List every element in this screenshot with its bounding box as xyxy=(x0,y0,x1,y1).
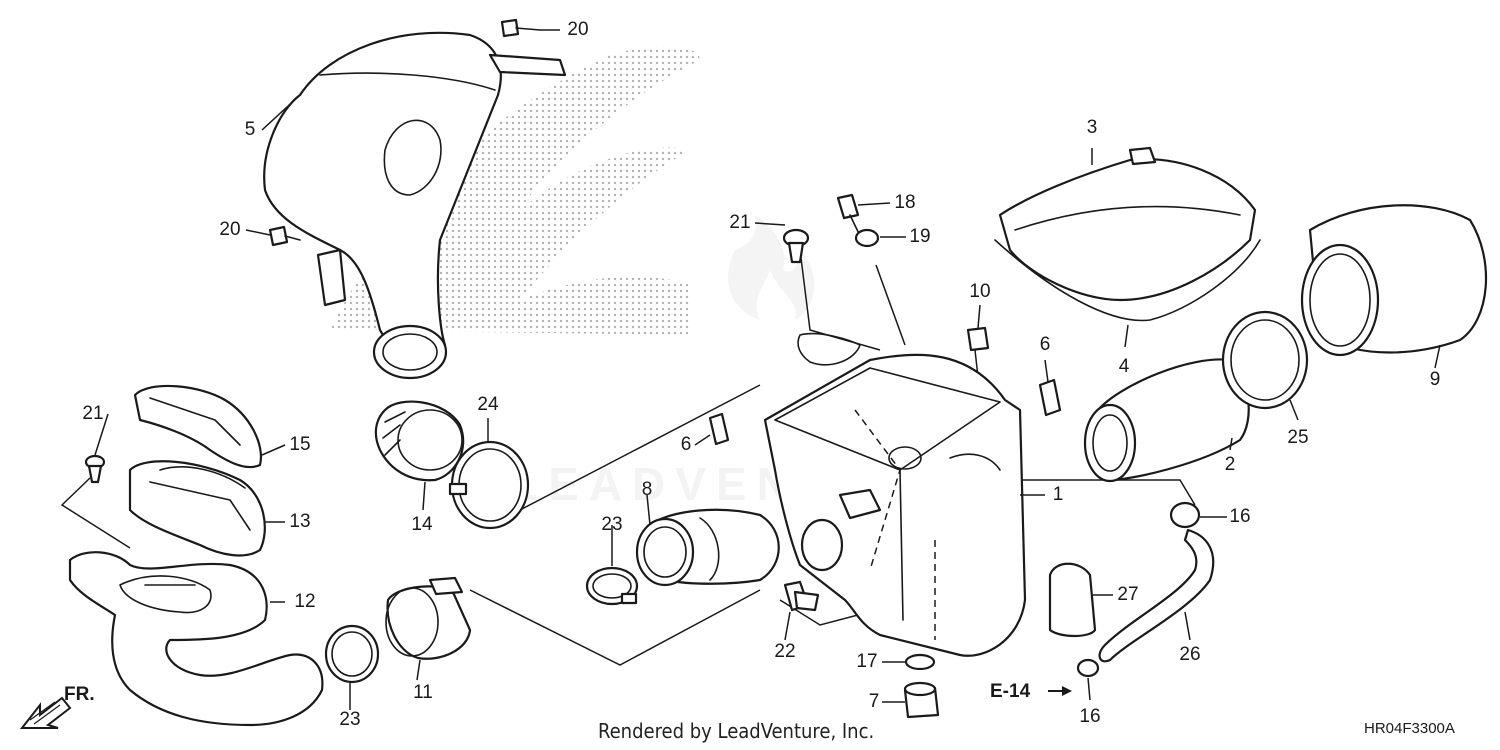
part-1-air-cleaner-case xyxy=(763,332,1027,657)
callout-19: 19 xyxy=(909,226,930,247)
callout-15: 15 xyxy=(289,434,310,455)
fr-label: FR. xyxy=(64,684,95,705)
part-27-plug xyxy=(1048,562,1097,638)
callout-5: 5 xyxy=(245,119,256,140)
callout-16-lower: 16 xyxy=(1079,706,1100,727)
callout-16-upper: 16 xyxy=(1229,506,1250,527)
part-23-clamp-lower xyxy=(324,624,380,684)
part-26-hose xyxy=(1098,528,1215,663)
callout-22: 22 xyxy=(774,641,795,662)
part-20-bolt-lower xyxy=(268,225,347,307)
callout-20-upper: 20 xyxy=(567,19,588,40)
callout-9: 9 xyxy=(1430,369,1441,390)
diagram-code: HR04F3300A xyxy=(1364,720,1455,737)
part-6-clip-right xyxy=(1038,378,1062,417)
part-22-clip xyxy=(783,580,820,612)
part-20-bolt-upper xyxy=(500,18,541,38)
callout-25: 25 xyxy=(1287,427,1308,448)
callout-4: 4 xyxy=(1119,356,1130,377)
callout-1: 1 xyxy=(1053,484,1064,505)
part-25-band xyxy=(1221,310,1309,410)
part-21-clip-upper xyxy=(782,228,810,264)
callout-10: 10 xyxy=(969,281,990,302)
part-7-drain-plug xyxy=(903,681,940,719)
callout-23-middle: 23 xyxy=(601,514,622,535)
part-2-filter-element xyxy=(1083,358,1250,483)
callout-7: 7 xyxy=(869,691,880,712)
part-24-clamp xyxy=(448,440,530,530)
part-16-clamp-upper xyxy=(1169,501,1201,529)
part-17-oring xyxy=(904,653,936,671)
front-direction-arrow: FR. xyxy=(19,684,95,729)
part-10-block xyxy=(966,326,990,352)
part-6-clip-left xyxy=(708,412,730,446)
part-12-lower-duct xyxy=(68,551,324,727)
footer-credit: Rendered by LeadVenture, Inc. xyxy=(598,719,874,743)
callout-3: 3 xyxy=(1087,117,1098,138)
part-23-clamp-middle xyxy=(585,566,639,606)
part-15-cover xyxy=(133,384,263,469)
callout-26: 26 xyxy=(1179,644,1200,665)
e14-label: E-14 xyxy=(990,681,1031,702)
callout-21-upper: 21 xyxy=(729,212,750,233)
part-21-clip-left xyxy=(84,454,106,484)
callout-12: 12 xyxy=(294,591,315,612)
part-3-cover xyxy=(998,146,1257,302)
callout-labels: 1 2 3 4 5 6 6 7 8 9 10 11 12 13 14 15 16… xyxy=(82,19,1440,730)
callout-11: 11 xyxy=(413,682,433,703)
part-19-grommet xyxy=(854,228,880,248)
callout-2: 2 xyxy=(1225,454,1236,475)
callout-24: 24 xyxy=(477,394,499,415)
part-11-tube xyxy=(385,576,472,660)
callout-6-right: 6 xyxy=(1040,334,1051,355)
callout-20-lower: 20 xyxy=(219,219,240,240)
callout-8: 8 xyxy=(642,479,653,500)
part-16-clamp-lower xyxy=(1076,658,1100,678)
callout-14: 14 xyxy=(411,514,433,535)
e14-reference: E-14 xyxy=(990,681,1072,702)
part-4-gasket xyxy=(994,239,1261,322)
callout-21-left: 21 xyxy=(82,403,103,424)
part-5-duct-cover xyxy=(263,31,567,380)
callout-23-lower: 23 xyxy=(339,709,360,730)
callout-18: 18 xyxy=(894,192,915,213)
part-14-boot xyxy=(374,400,465,482)
callout-13: 13 xyxy=(289,511,310,532)
part-8-connecting-tube xyxy=(635,508,780,587)
callout-17: 17 xyxy=(856,651,877,672)
callout-6-left: 6 xyxy=(681,434,692,455)
part-13-inlet-duct xyxy=(128,460,266,557)
label-leaders xyxy=(94,29,1441,710)
part-9-foam-cover xyxy=(1300,204,1488,357)
callout-27: 27 xyxy=(1117,584,1138,605)
